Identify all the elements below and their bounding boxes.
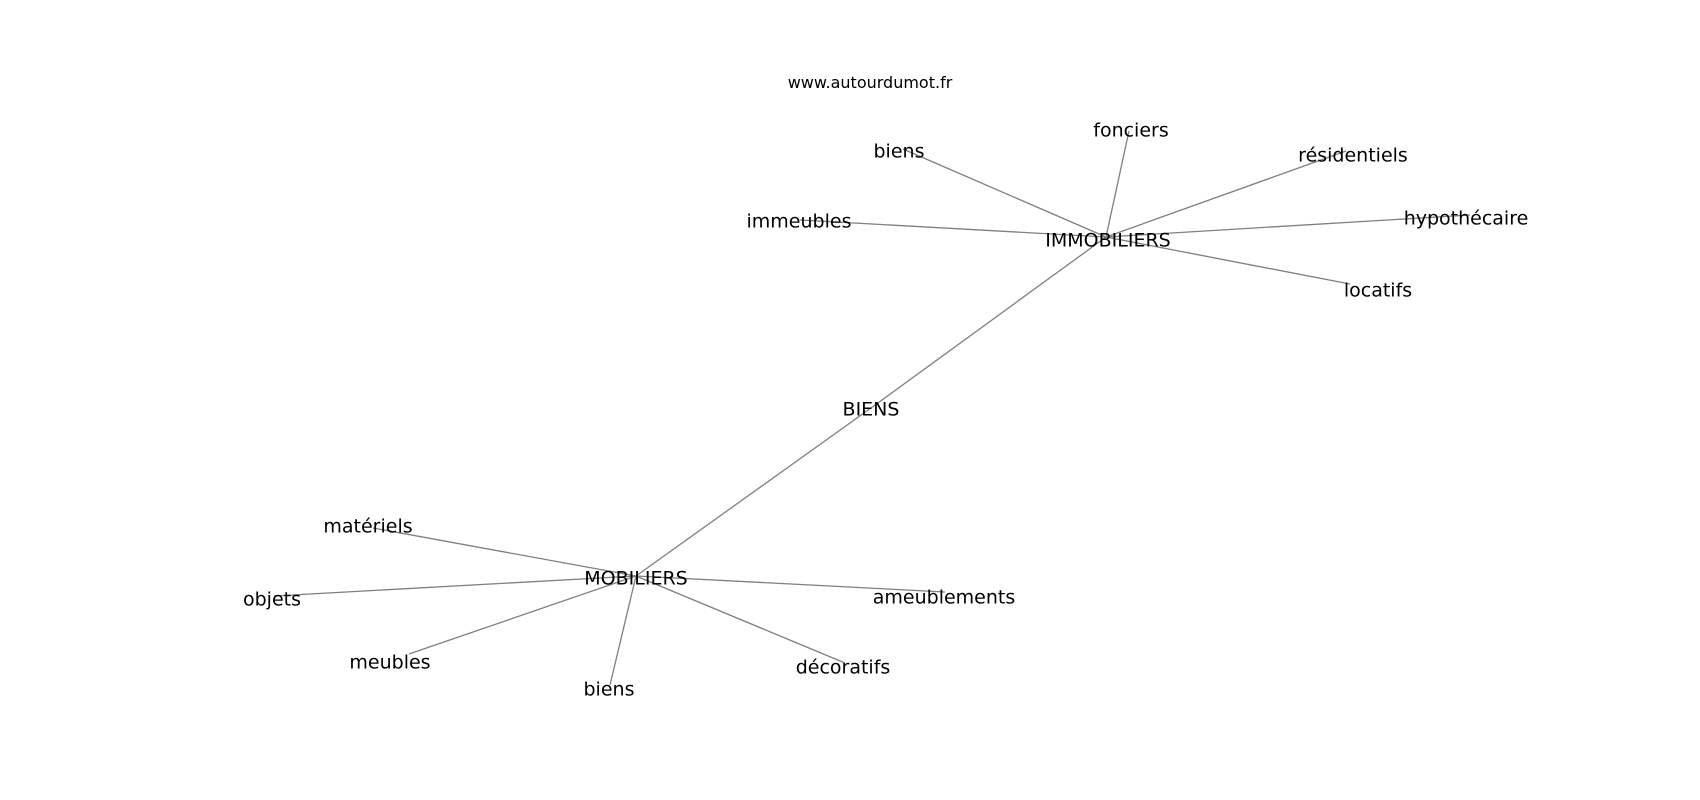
node-label-biens_bottom: biens xyxy=(584,679,635,701)
node-label-immeubles: immeubles xyxy=(747,211,852,233)
edge-immobiliers-residentiels xyxy=(1105,150,1347,238)
node-label-hypothecaire: hypothécaire xyxy=(1404,208,1529,230)
edge-mobiliers-biens_bottom xyxy=(609,575,637,686)
edge-biens_center-immobiliers xyxy=(870,236,1107,409)
node-label-immobiliers: IMMOBILIERS xyxy=(1045,230,1170,252)
edge-mobiliers-ameublements xyxy=(635,575,946,593)
node-label-biens_top: biens xyxy=(874,141,925,163)
node-label-objets: objets xyxy=(243,589,301,611)
edge-immobiliers-fonciers xyxy=(1105,130,1130,238)
node-label-ameublements: ameublements xyxy=(873,587,1016,609)
node-label-materiels: matériels xyxy=(323,516,412,538)
edge-mobiliers-meubles xyxy=(408,575,637,655)
edge-mobiliers-materiels xyxy=(372,527,637,577)
node-label-biens_center: BIENS xyxy=(843,399,900,421)
node-label-fonciers: fonciers xyxy=(1093,120,1168,142)
edge-immobiliers-locatifs xyxy=(1105,236,1351,285)
node-label-mobiliers: MOBILIERS xyxy=(584,568,687,590)
node-label-decoratifs: décoratifs xyxy=(796,657,891,679)
node-label-locatifs: locatifs xyxy=(1344,280,1412,302)
edges-layer xyxy=(273,130,1471,686)
node-label-meubles: meubles xyxy=(349,652,430,674)
nodes-layer: BIENS IMMOBILIERS MOBILIERS fonciers biens ré… xyxy=(243,120,1528,701)
edge-immobiliers-immeubles xyxy=(799,219,1107,238)
edge-immobiliers-hypothecaire xyxy=(1105,214,1471,238)
edge-mobiliers-objets xyxy=(273,575,637,597)
source-url-label: www.autourdumot.fr xyxy=(788,73,953,92)
edge-biens_center-mobiliers xyxy=(635,407,872,577)
node-label-residentiels: résidentiels xyxy=(1298,145,1408,167)
edge-immobiliers-biens_top xyxy=(902,148,1107,238)
edge-mobiliers-decoratifs xyxy=(635,575,846,664)
